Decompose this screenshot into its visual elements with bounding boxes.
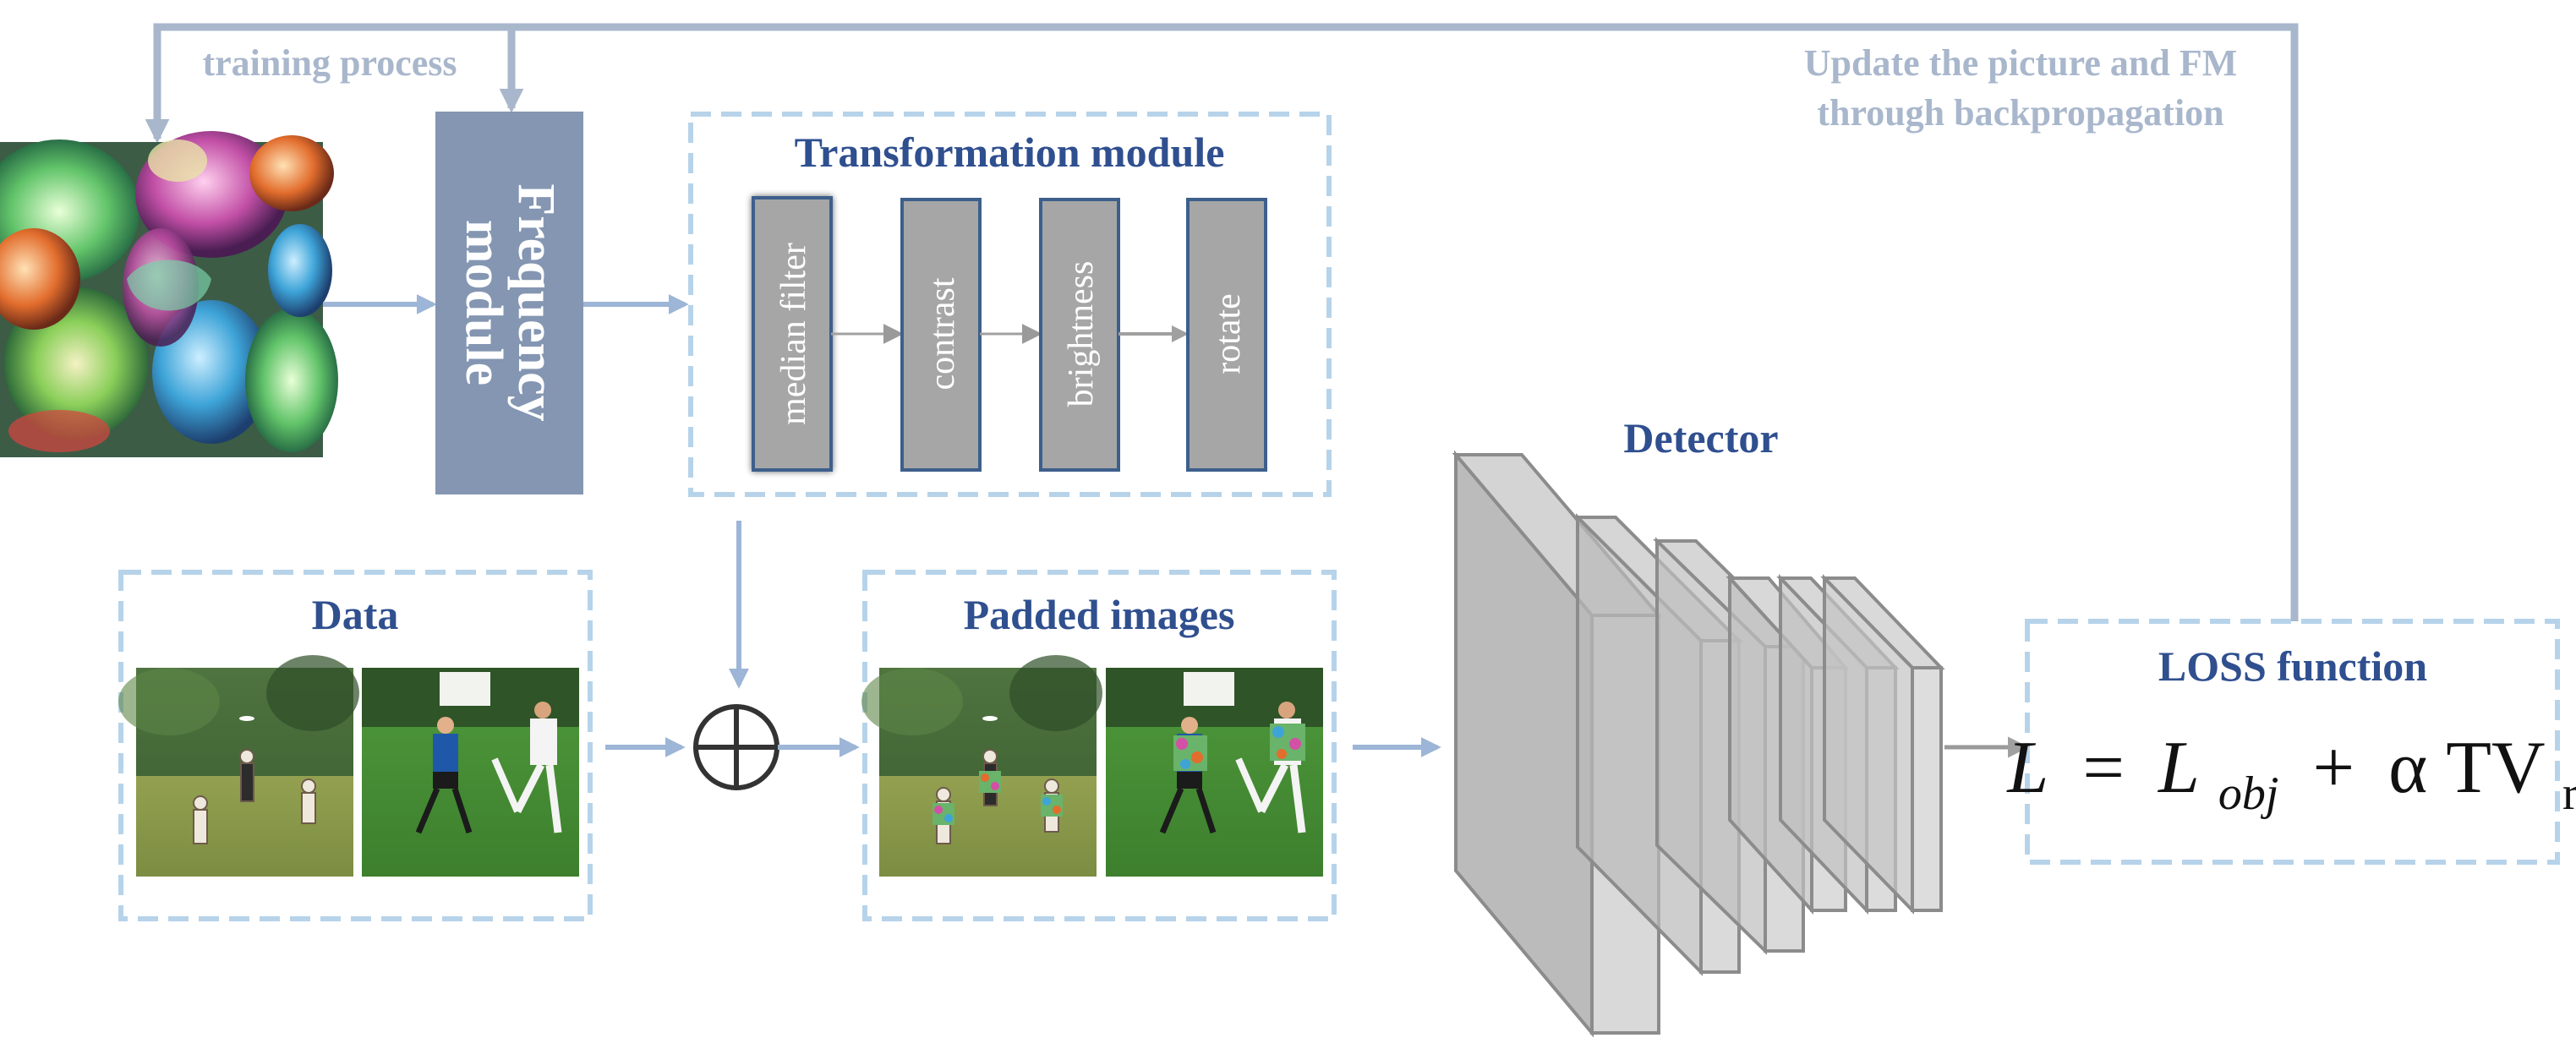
loss-formula-eq: = [2082,727,2125,809]
backprop-loop [145,23,2299,621]
training-process-label: training process [202,42,457,84]
update-label-line2: through backpropagation [1817,92,2223,134]
data-photo-frisbee [118,655,359,877]
transformation-module-border [688,112,1332,497]
update-label-line1: Update the picture and FM [1804,42,2238,84]
padded-photo-frisbee [861,655,1102,877]
padded-images-border [862,570,1337,921]
loss-formula-tv-sub: r [2562,768,2576,820]
transform-label-median-filter: median filter [774,243,813,425]
detector-title: Detector [1623,414,1778,462]
loss-function-title: LOSS function [2158,642,2427,690]
data-photo-soccer [362,668,579,877]
frequency-module: Frequency module [435,112,583,494]
transform-contrast: contrast [900,198,982,472]
transform-rotate: rotate [1186,198,1267,472]
padded-images-block: Padded images [861,570,1337,921]
transform-median-filter: median filter [752,196,833,472]
transform-label-contrast: contrast [923,277,962,390]
transform-brightness: brightness [1039,198,1120,472]
backprop-loop-path [145,23,2299,621]
data-block-border [118,570,593,921]
patch-on-person [933,771,1063,825]
loss-formula: L = L obj + α TV r [2005,727,2576,826]
loss-formula-lobj: L [2157,727,2200,809]
adversarial-patch-image [0,131,338,457]
loss-formula-L: L [2005,727,2048,809]
loss-formula-tv: TV [2446,727,2545,809]
patch-on-person [1173,724,1305,771]
transform-label-brightness: brightness [1062,261,1101,407]
loss-formula-alpha: α [2388,727,2427,809]
data-title: Data [312,591,399,638]
loss-formula-plus: + [2312,727,2354,809]
padded-images-title: Padded images [964,591,1235,638]
transformation-module-title: Transformation module [795,128,1225,176]
loss-function-border [2025,619,2560,865]
frequency-module-label-line1: Frequency [507,183,565,421]
detector: Detector [1452,414,1945,1038]
detector-layer-6 [1820,574,1945,915]
data-block: Data [118,570,593,921]
combine-operator [693,704,779,790]
loss-function-block: LOSS function L = L obj + α TV r [2005,619,2576,865]
frequency-module-box [435,112,583,494]
frequency-module-label-line2: module [455,220,512,385]
transform-label-rotate: rotate [1209,293,1248,374]
padded-photo-soccer [1106,668,1323,877]
transformation-module: Transformation module median filter cont… [688,112,1332,497]
loss-formula-lobj-sub: obj [2218,768,2279,820]
